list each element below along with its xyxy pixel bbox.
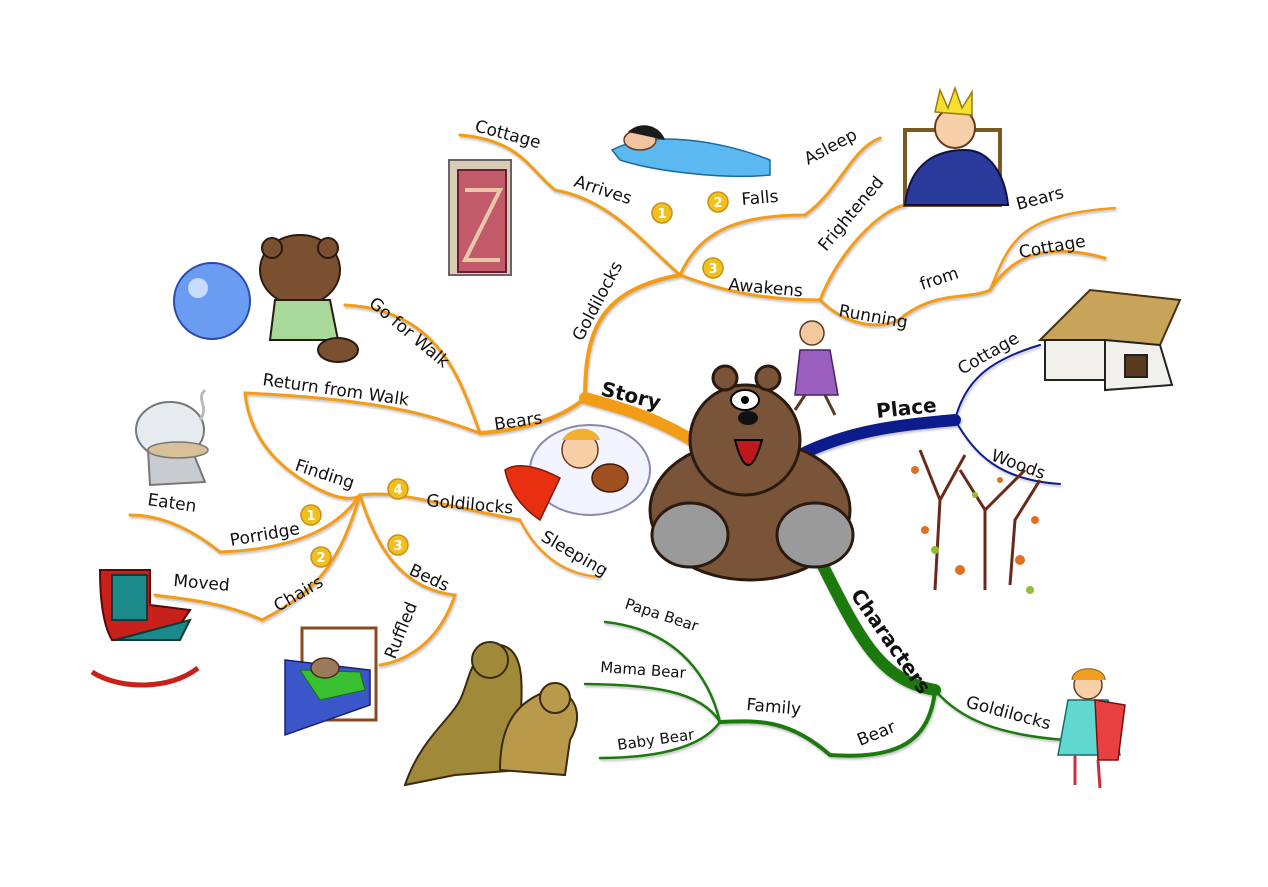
family-label: Family xyxy=(746,695,802,720)
svg-text:2: 2 xyxy=(316,551,325,566)
badge-beds: 3 xyxy=(387,534,409,556)
svg-text:3: 3 xyxy=(708,262,717,277)
run-bears-label: Bears xyxy=(1014,183,1066,215)
chairs-label: Chairs xyxy=(271,572,328,616)
goldilocks2-label: Goldilocks xyxy=(426,491,515,519)
badge-falls: 2 xyxy=(707,191,729,213)
badge-chairs: 2 xyxy=(310,546,332,568)
arrives-label: Arrives xyxy=(571,172,634,209)
girl-running-image xyxy=(793,320,839,416)
running-label: Running xyxy=(837,301,909,333)
place-cottage-label: Cottage xyxy=(955,328,1023,379)
finding-label: Finding xyxy=(292,456,356,494)
cottage-house-image xyxy=(1037,288,1182,392)
story-branches xyxy=(128,133,1117,667)
svg-text:4: 4 xyxy=(393,483,402,498)
rocking-chair-image xyxy=(90,569,200,688)
sleeping-woman-image xyxy=(610,125,771,178)
porridge-pot-image xyxy=(135,388,209,487)
svg-text:3: 3 xyxy=(393,539,402,554)
place-branches xyxy=(794,344,1061,485)
autumn-trees-image xyxy=(911,449,1042,594)
sequence-badges: 1 2 3 4 1 2 3 xyxy=(300,191,729,568)
teddy-bear-image xyxy=(173,234,359,363)
badge-awakens: 3 xyxy=(702,257,724,279)
bear-label: Bear xyxy=(854,717,898,750)
run-cottage-label: Cottage xyxy=(1017,232,1087,263)
badge-arrives: 1 xyxy=(651,202,673,224)
characters-branches xyxy=(583,554,1067,760)
beds-label: Beds xyxy=(406,560,452,596)
frightened-label: Frightened xyxy=(815,173,889,256)
svg-text:2: 2 xyxy=(713,196,722,211)
baby-bear-label: Baby Bear xyxy=(616,725,696,754)
bears-label: Bears xyxy=(493,408,544,435)
return-from-walk-label: Return from Walk xyxy=(261,370,410,410)
papa-bear-label: Papa Bear xyxy=(623,595,702,636)
door-image xyxy=(448,159,512,276)
ruffled-label: Ruffled xyxy=(381,599,422,662)
characters-goldilocks-label: Goldilocks xyxy=(964,693,1053,735)
mama-bear-label: Mama Bear xyxy=(600,658,687,682)
eaten-label: Eaten xyxy=(146,490,197,517)
awakens-label: Awakens xyxy=(728,275,804,301)
svg-text:1: 1 xyxy=(657,207,666,222)
scared-boy-image xyxy=(903,85,1010,207)
badge-porridge: 1 xyxy=(300,504,322,526)
central-bear-image xyxy=(648,364,855,582)
go-for-walk-label: Go for Walk xyxy=(365,294,453,373)
from-label: from xyxy=(917,264,961,295)
girl-sleeping-image xyxy=(504,424,651,522)
two-bears-image xyxy=(403,641,579,787)
falls-label: Falls xyxy=(741,187,780,210)
goldilocks-doll-image xyxy=(1057,668,1126,789)
bed-with-teddy-image xyxy=(284,626,378,737)
moved-label: Moved xyxy=(173,571,231,596)
svg-text:1: 1 xyxy=(306,509,315,524)
badge-goldilocks: 4 xyxy=(387,478,409,500)
